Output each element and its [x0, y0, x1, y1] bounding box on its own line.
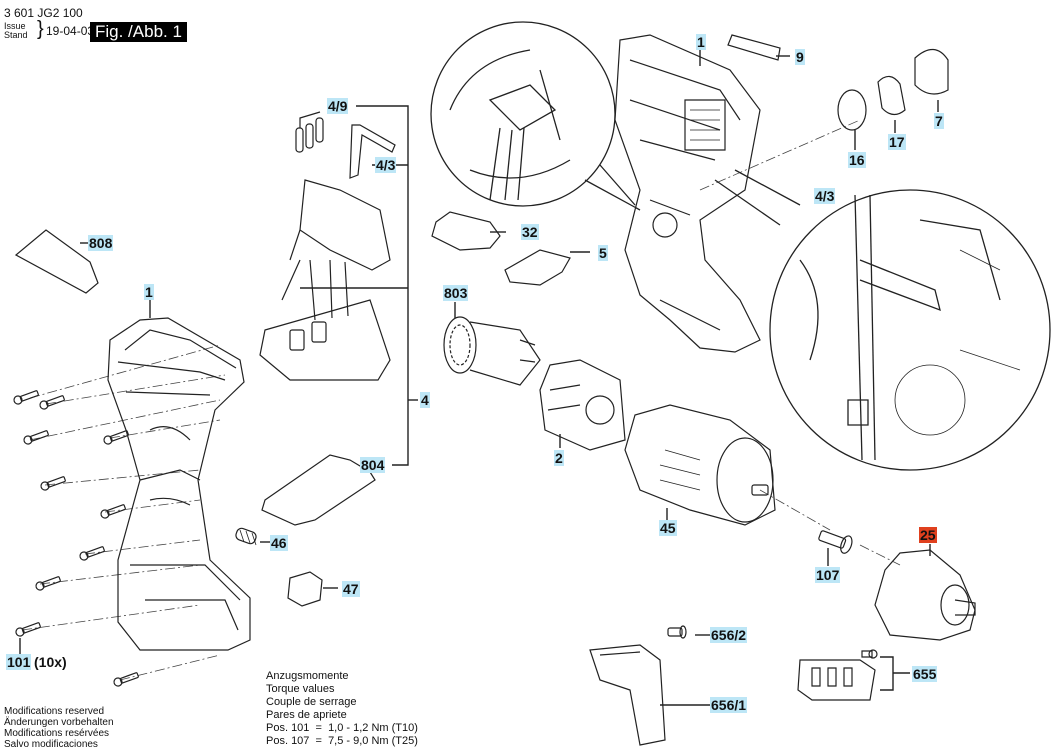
callout-101: 101 — [6, 654, 32, 670]
plate-16 — [838, 90, 866, 130]
brace-symbol: } — [37, 18, 44, 40]
chuck-25 — [875, 550, 975, 640]
torque-values-block: Anzugsmomente Torque values Couple de se… — [266, 670, 418, 748]
issue-stand-label: Issue Stand — [4, 22, 28, 40]
footer-line-de: Änderungen vorbehalten — [4, 717, 114, 728]
footer-line-en: Modifications reserved — [4, 706, 105, 717]
callout-17: 17 — [888, 134, 906, 150]
detail-magnifier-left — [431, 22, 640, 210]
torque-heading-en: Torque values — [266, 683, 335, 695]
bit-holder-655 — [798, 650, 877, 700]
callout-107: 107 — [815, 567, 841, 583]
callout-1-left: 1 — [144, 284, 154, 300]
callout-4-3-left: 4/3 — [375, 157, 397, 173]
callout-655: 655 — [912, 666, 938, 682]
part-number: 3 601 JG2 100 — [4, 6, 83, 20]
callout-101-quantity: (10x) — [34, 654, 67, 670]
issue-date: 19-04-03 — [46, 24, 95, 38]
torque-value-107: Pos. 107 = 7,5 - 9,0 Nm (T25) — [266, 735, 418, 747]
torque-value-101: Pos. 101 = 1,0 - 1,2 Nm (T10) — [266, 722, 418, 734]
battery-contacts — [296, 112, 323, 152]
footer-line-fr: Modifications resérvées — [4, 728, 110, 739]
callout-803: 803 — [443, 285, 469, 301]
callout-47: 47 — [342, 581, 360, 597]
callout-4-9: 4/9 — [327, 98, 349, 114]
modifications-notice: Modifications reserved Änderungen vorbeh… — [4, 706, 114, 750]
motor-2 — [540, 360, 625, 450]
callout-16: 16 — [848, 152, 866, 168]
spring-46 — [235, 527, 258, 545]
callout-4-3-right: 4/3 — [814, 188, 836, 204]
torque-heading-de: Anzugsmomente — [266, 670, 349, 682]
screw-656-2 — [668, 626, 686, 638]
callout-5: 5 — [598, 245, 608, 261]
issue-label: Issue — [4, 21, 26, 31]
housing-left-half — [108, 318, 250, 650]
torque-heading-es: Pares de apriete — [266, 709, 347, 721]
label-plate-808 — [16, 230, 98, 293]
stand-label: Stand — [4, 30, 28, 40]
switch-slide-5 — [505, 250, 570, 285]
callout-1-top: 1 — [696, 34, 706, 50]
plate-804 — [262, 455, 375, 525]
cap-7 — [915, 49, 948, 94]
callout-804: 804 — [360, 457, 386, 473]
callout-46: 46 — [270, 535, 288, 551]
callout-4: 4 — [420, 392, 430, 408]
armature-803 — [444, 317, 540, 385]
callout-32: 32 — [521, 224, 539, 240]
callout-656-2: 656/2 — [710, 627, 748, 643]
callout-25-highlighted: 25 — [919, 527, 937, 543]
assembly-axis-lines — [22, 120, 900, 680]
gearbox-45 — [625, 405, 775, 525]
housing-right-half — [615, 35, 760, 352]
callout-9: 9 — [795, 49, 805, 65]
clip-17 — [878, 76, 905, 114]
torque-heading-fr: Couple de serrage — [266, 696, 357, 708]
slider-part-32 — [432, 212, 500, 250]
belt-clip-656-1 — [590, 645, 665, 745]
callout-656-1: 656/1 — [710, 697, 748, 713]
cable-4-3 — [350, 125, 395, 178]
knob-47 — [288, 572, 322, 606]
screws-101 — [13, 389, 139, 687]
screw-107 — [817, 527, 854, 555]
callout-45: 45 — [659, 520, 677, 536]
label-9 — [728, 35, 780, 60]
detail-magnifier-right — [715, 170, 1050, 470]
callout-2: 2 — [554, 450, 564, 466]
switch-module — [260, 180, 390, 380]
callout-808: 808 — [88, 235, 114, 251]
callout-7: 7 — [934, 113, 944, 129]
footer-line-es: Salvo modificaciones — [4, 739, 98, 750]
figure-label: Fig. /Abb. 1 — [90, 22, 187, 42]
